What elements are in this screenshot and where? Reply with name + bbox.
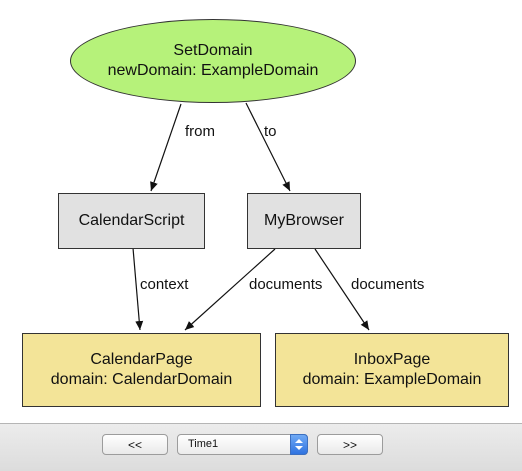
set-domain-title: SetDomain xyxy=(173,42,253,59)
my-browser-title: MyBrowser xyxy=(263,212,344,229)
calendar-script-title: CalendarScript xyxy=(78,212,185,229)
inbox-page-title: InboxPage xyxy=(353,351,431,368)
edge-documents-left-line xyxy=(184,248,276,331)
time-select-value: Time1 xyxy=(188,438,219,450)
set-domain-node[interactable]: SetDomain newDomain: ExampleDomain xyxy=(70,19,356,103)
edge-context-line xyxy=(132,247,144,331)
edge-documents-right-line xyxy=(314,248,370,331)
calendar-page-title: CalendarPage xyxy=(90,351,193,368)
edge-to-line xyxy=(245,102,291,192)
calendar-script-node[interactable]: CalendarScript xyxy=(58,193,205,249)
edge-label-from: from xyxy=(185,123,215,140)
edge-label-to: to xyxy=(264,123,277,140)
edge-label-documents-right: documents xyxy=(351,276,425,293)
inbox-page-node[interactable]: InboxPage domain: ExampleDomain xyxy=(275,333,509,407)
edge-from-line xyxy=(150,103,182,192)
edge-label-context: context xyxy=(140,276,189,293)
next-button[interactable]: >> xyxy=(317,434,383,455)
diagram-canvas: SetDomain newDomain: ExampleDomain Calen… xyxy=(22,19,509,407)
select-arrows-icon xyxy=(290,434,308,455)
time-select[interactable]: Time1 xyxy=(177,434,308,455)
inbox-page-detail: domain: ExampleDomain xyxy=(302,371,482,388)
my-browser-node[interactable]: MyBrowser xyxy=(247,193,361,249)
calendar-page-detail: domain: CalendarDomain xyxy=(50,371,233,388)
edge-lines xyxy=(132,102,370,331)
edge-label-documents-left: documents xyxy=(249,276,323,293)
previous-button[interactable]: << xyxy=(102,434,168,455)
calendar-page-node[interactable]: CalendarPage domain: CalendarDomain xyxy=(22,333,261,407)
set-domain-detail: newDomain: ExampleDomain xyxy=(107,62,319,79)
navigation-bar: << Time1 >> xyxy=(0,423,522,471)
